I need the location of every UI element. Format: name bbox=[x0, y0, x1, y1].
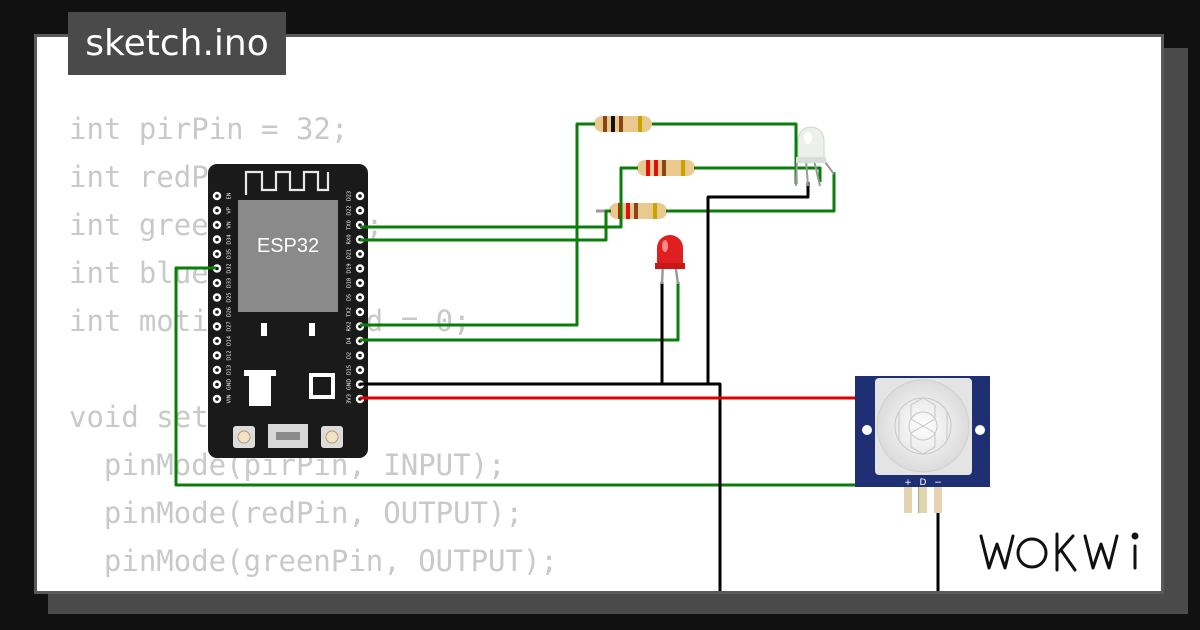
pin-label: VN bbox=[227, 221, 233, 228]
wire-green-3 bbox=[360, 166, 638, 229]
pin-label: D15 bbox=[347, 365, 353, 375]
boot-button[interactable] bbox=[233, 426, 255, 448]
pin-label: D27 bbox=[227, 321, 233, 331]
code-line: pinMode(pirPin, INPUT); bbox=[69, 448, 506, 482]
pin-label: D22 bbox=[347, 205, 353, 215]
wire-red-1 bbox=[360, 396, 910, 513]
pin-label: RX0 bbox=[347, 234, 353, 244]
esp32-chip bbox=[238, 200, 338, 312]
pin-label: D14 bbox=[227, 336, 233, 346]
pin-label: D33 bbox=[227, 278, 233, 288]
wire-green-6 bbox=[666, 172, 836, 213]
pir-pin-label: + bbox=[904, 478, 912, 488]
pin-hole-center bbox=[215, 266, 219, 271]
wire-black-3 bbox=[360, 382, 722, 591]
code-line: pinMode(greenPin, OUTPUT); bbox=[69, 544, 558, 578]
pin-hole-center bbox=[215, 353, 219, 358]
pin-label: D32 bbox=[227, 263, 233, 273]
pir-pin-label: D bbox=[920, 478, 927, 488]
pin-hole-center bbox=[358, 281, 362, 285]
usb-port bbox=[268, 424, 308, 448]
pin-label: D25 bbox=[227, 292, 233, 302]
pin-hole-center bbox=[215, 295, 219, 300]
pin-hole-center bbox=[215, 382, 219, 387]
pir-pin bbox=[904, 487, 912, 513]
pin-label: D5 bbox=[347, 294, 353, 301]
pin-label: D12 bbox=[227, 350, 233, 360]
pin-hole-center bbox=[215, 223, 219, 227]
antenna-icon bbox=[244, 170, 330, 195]
pin-hole-center bbox=[215, 252, 219, 256]
pin-label: VP bbox=[227, 207, 233, 213]
pin-hole-center bbox=[358, 194, 362, 198]
mount-hole bbox=[862, 425, 872, 435]
pin-label: D2 bbox=[347, 352, 353, 359]
rgb-led bbox=[795, 126, 835, 187]
pin-label: D13 bbox=[227, 365, 233, 375]
voltage-regulator bbox=[249, 374, 271, 406]
pin-hole-center bbox=[215, 194, 219, 198]
wire-green-4 bbox=[694, 166, 822, 182]
wire-black-1 bbox=[360, 282, 664, 386]
mount-hole bbox=[975, 425, 985, 435]
pin-label: D23 bbox=[347, 191, 353, 201]
pin-hole-center bbox=[215, 237, 219, 242]
pin-hole-center bbox=[358, 353, 362, 358]
wire-green-7 bbox=[360, 282, 680, 342]
pin-label: GND bbox=[347, 379, 353, 391]
pin-label: D18 bbox=[347, 278, 353, 288]
pin-hole-center bbox=[358, 252, 362, 256]
pin-label: RX2 bbox=[347, 321, 353, 331]
pin-label: GND bbox=[227, 379, 233, 391]
pir-pin bbox=[934, 487, 942, 513]
pin-hole-center bbox=[215, 368, 219, 372]
pin-label: 3V3 bbox=[347, 394, 353, 404]
red-led bbox=[655, 235, 685, 285]
pir-dome-pattern bbox=[894, 397, 952, 455]
pin-label: D21 bbox=[347, 249, 353, 259]
pin-label: VIN bbox=[227, 394, 233, 403]
reset-button[interactable] bbox=[321, 426, 343, 448]
pin-hole-center bbox=[358, 310, 362, 314]
pin-hole-center bbox=[215, 339, 219, 343]
pin-label: D26 bbox=[227, 307, 233, 317]
code-line: pinMode(redPin, OUTPUT); bbox=[69, 496, 523, 530]
wire-green-1 bbox=[360, 122, 595, 327]
file-tab[interactable]: sketch.ino bbox=[68, 12, 286, 75]
pin-hole-center bbox=[215, 208, 219, 213]
pir-sensor[interactable]: + D − bbox=[855, 376, 990, 513]
pin-label: D4 bbox=[347, 337, 353, 344]
pin-hole-center bbox=[215, 310, 219, 314]
wire-green-5 bbox=[360, 209, 611, 242]
wokwi-logo bbox=[979, 532, 1139, 572]
pin-hole-center bbox=[215, 397, 219, 401]
pin-hole-center bbox=[215, 281, 219, 285]
code-line: int pirPin = 32; bbox=[69, 112, 349, 146]
pin-hole-center bbox=[358, 266, 362, 271]
pir-pin-label: − bbox=[934, 478, 942, 488]
pin-label: EN bbox=[227, 192, 233, 199]
pin-label: D19 bbox=[347, 263, 353, 273]
chip-label: ESP32 bbox=[257, 235, 319, 257]
pin-hole-center bbox=[358, 368, 362, 372]
pir-pin bbox=[919, 487, 927, 513]
pin-hole-center bbox=[215, 324, 219, 329]
pin-hole-center bbox=[358, 208, 362, 213]
pin-hole-center bbox=[358, 295, 362, 300]
pin-label: TX2 bbox=[347, 307, 353, 318]
pin-label: D34 bbox=[227, 234, 233, 244]
pin-label: D35 bbox=[227, 249, 233, 259]
pin-label: TX0 bbox=[347, 220, 353, 231]
